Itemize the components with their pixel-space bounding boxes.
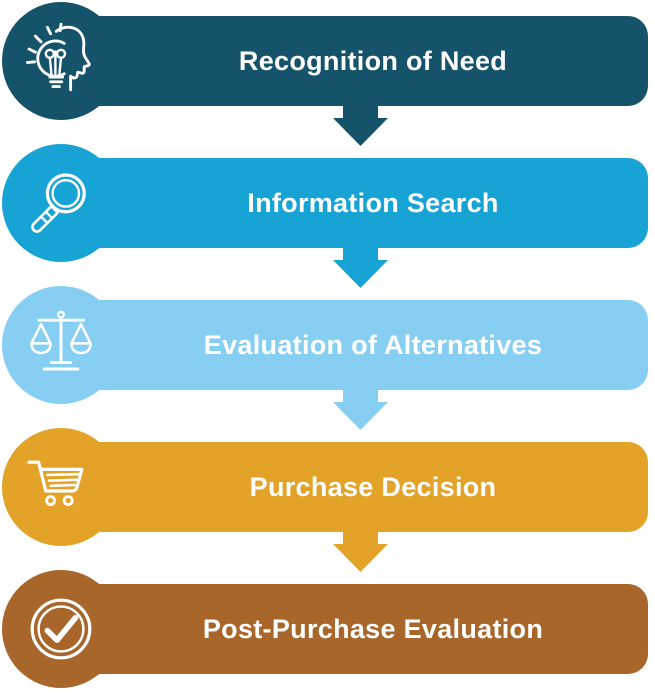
stage-bar [60,16,648,106]
stage-bar [60,158,648,248]
balance-scale-icon [21,305,101,385]
stage-row-post-purchase-evaluation: Post-Purchase Evaluation [0,570,655,688]
stage-icon-badge [2,570,120,688]
stage-icon-badge [2,428,120,546]
stage-label: Recognition of Need [238,45,508,76]
down-arrow-icon [333,390,388,430]
stage-row-recognition-of-need: Recognition of Need [0,2,655,146]
down-arrow-icon [333,106,388,146]
search-icon [21,163,101,243]
stage-bar [60,442,648,532]
stage-bar [60,584,648,674]
down-arrow-icon [333,248,388,288]
idea-icon [21,21,101,101]
stage-label: Evaluation of Alternatives [203,329,543,360]
stage-icon-badge [2,144,120,262]
stage-row-information-search: Information Search [0,144,655,288]
down-arrow-icon [333,532,388,572]
stage-label: Information Search [247,187,499,218]
stage-bar [60,300,648,390]
stage-icon-badge [2,2,120,120]
stage-label: Post-Purchase Evaluation [202,613,544,644]
stage-label: Purchase Decision [249,471,497,502]
stage-row-purchase-decision: Purchase Decision [0,428,655,572]
stage-row-evaluation-of-alternatives: Evaluation of Alternatives [0,286,655,430]
check-circle-icon [21,589,101,669]
stage-icon-badge [2,286,120,404]
cart-icon [21,447,101,527]
